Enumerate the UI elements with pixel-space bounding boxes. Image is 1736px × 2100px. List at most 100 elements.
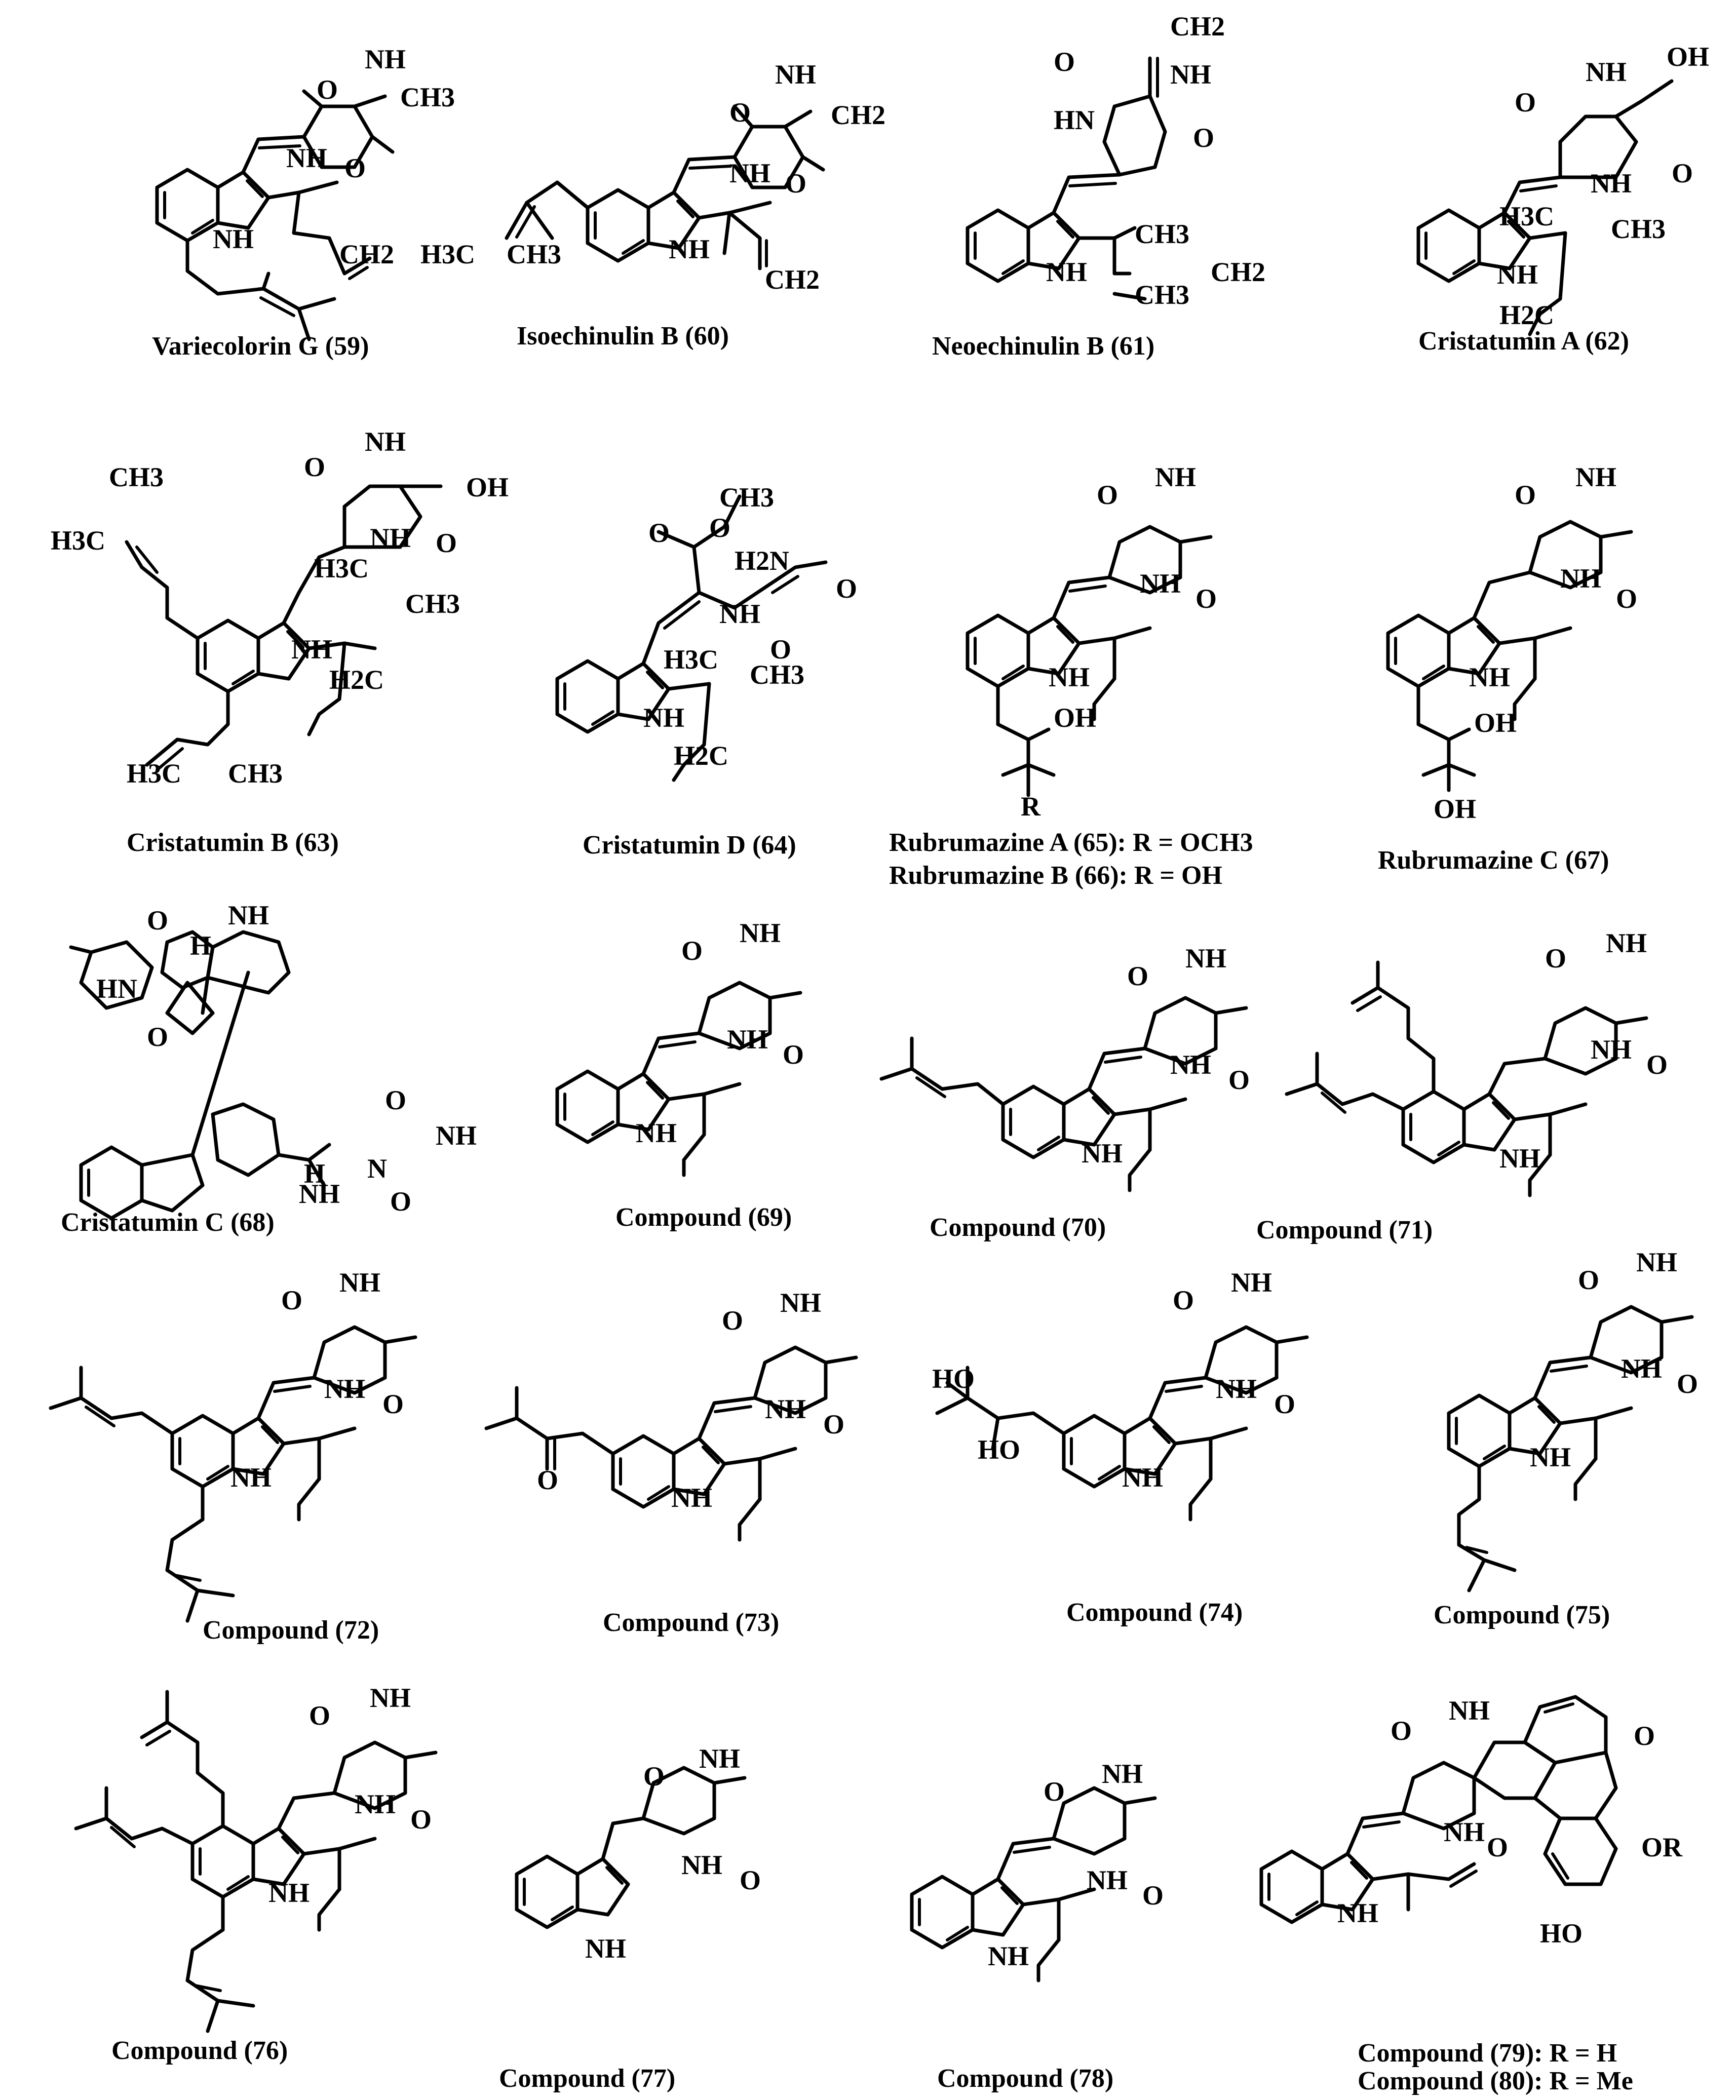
atom-64-h2n: H2N bbox=[735, 546, 789, 576]
atom-77-nh2: NH bbox=[681, 1850, 722, 1880]
atom-65-oh: OH bbox=[1054, 703, 1096, 733]
atom-63-h3c-a: H3C bbox=[51, 525, 105, 556]
atom-76-nh1: NH bbox=[370, 1683, 411, 1713]
atom-67-nh1: NH bbox=[1575, 462, 1616, 492]
atom-63-h3c-b: H3C bbox=[314, 553, 369, 584]
atom-63-nh1: NH bbox=[365, 426, 406, 457]
atom-59-ch3: CH3 bbox=[400, 82, 455, 112]
caption-73: Compound (73) bbox=[603, 1608, 779, 1637]
atom-75-o2: O bbox=[1677, 1369, 1698, 1399]
atom-75-nh3: NH bbox=[1530, 1442, 1571, 1472]
atom-70-nh1: NH bbox=[1185, 943, 1226, 974]
atom-76-o2: O bbox=[410, 1804, 432, 1835]
caption-80: Compound (80): R = Me bbox=[1358, 2067, 1633, 2095]
atom-76-o1: O bbox=[309, 1700, 330, 1731]
caption-65: Rubrumazine A (65): R = OCH3 bbox=[889, 828, 1253, 857]
structure-62 bbox=[1416, 79, 1674, 336]
atom-68-h2: H bbox=[304, 1158, 325, 1189]
atom-71-o1: O bbox=[1545, 943, 1566, 974]
atom-61-nh2: NH bbox=[1046, 257, 1087, 287]
atom-72-o1: O bbox=[281, 1285, 302, 1315]
atom-59-nh1: NH bbox=[365, 44, 406, 74]
caption-78: Compound (78) bbox=[937, 2064, 1113, 2093]
atom-78-nh3: NH bbox=[988, 1941, 1029, 1971]
atom-78-nh2: NH bbox=[1087, 1865, 1128, 1895]
atom-68-nh3: NH bbox=[299, 1179, 340, 1209]
structure-76 bbox=[74, 1690, 438, 2033]
atom-61-ch2: CH2 bbox=[1170, 11, 1225, 42]
structure-59 bbox=[155, 89, 395, 341]
atom-75-nh2: NH bbox=[1621, 1353, 1662, 1384]
atom-68-h1: H bbox=[190, 930, 211, 961]
structure-77 bbox=[515, 1766, 747, 1929]
atom-74-ho2: HO bbox=[978, 1434, 1020, 1465]
atom-65-nh3: NH bbox=[1049, 662, 1090, 692]
atom-77-nh1: NH bbox=[699, 1743, 740, 1774]
atom-68-n: N bbox=[367, 1153, 387, 1184]
atom-63-nh2: NH bbox=[370, 523, 411, 553]
atom-64-nh: NH bbox=[719, 599, 760, 629]
atom-60-ch2b: CH2 bbox=[765, 264, 820, 295]
atom-61-ch3b: CH3 bbox=[1135, 280, 1189, 310]
structure-60 bbox=[505, 104, 825, 270]
caption-79: Compound (79): R = H bbox=[1358, 2039, 1617, 2068]
atom-78-nh1: NH bbox=[1102, 1759, 1143, 1789]
caption-60: Isoechinulin B (60) bbox=[517, 322, 729, 351]
atom-69-nh1: NH bbox=[740, 918, 781, 948]
atom-61-o2: O bbox=[1193, 123, 1214, 153]
atom-63-o1: O bbox=[304, 452, 325, 482]
atom-62-nh2: NH bbox=[1591, 168, 1632, 199]
structure-71 bbox=[1285, 960, 1648, 1197]
atom-62-ch3: CH3 bbox=[1611, 214, 1666, 244]
structure-79 bbox=[1259, 1695, 1618, 1924]
atom-75-o1: O bbox=[1578, 1265, 1599, 1295]
caption-69: Compound (69) bbox=[615, 1203, 792, 1232]
atom-60-ch3: CH3 bbox=[507, 239, 561, 269]
atom-74-o1: O bbox=[1173, 1285, 1194, 1315]
caption-76: Compound (76) bbox=[111, 2036, 288, 2065]
structure-69 bbox=[555, 981, 802, 1177]
atom-70-o2: O bbox=[1228, 1065, 1250, 1095]
atom-73-nh1: NH bbox=[780, 1288, 821, 1318]
atom-64-ch3b: CH3 bbox=[750, 659, 804, 690]
atom-59-nh2: NH bbox=[286, 143, 327, 173]
atom-65-o1: O bbox=[1097, 480, 1118, 510]
atom-62-o1: O bbox=[1515, 87, 1536, 118]
atom-67-o2: O bbox=[1616, 584, 1637, 614]
atom-78-o1: O bbox=[1044, 1776, 1065, 1807]
atom-75-nh1: NH bbox=[1636, 1247, 1677, 1277]
atom-70-o1: O bbox=[1127, 961, 1148, 991]
atom-59-o2: O bbox=[344, 153, 366, 183]
atom-60-nh1: NH bbox=[775, 59, 816, 90]
caption-66: Rubrumazine B (66): R = OH bbox=[889, 861, 1222, 890]
caption-63: Cristatumin B (63) bbox=[127, 828, 339, 857]
atom-62-oh: OH bbox=[1667, 42, 1709, 72]
atom-63-ch3a: CH3 bbox=[109, 462, 164, 492]
atom-63-oh: OH bbox=[466, 472, 509, 502]
atom-60-nh2: NH bbox=[729, 158, 770, 188]
atom-68-nh1: NH bbox=[228, 900, 269, 930]
atom-79-o1: O bbox=[1391, 1716, 1412, 1746]
atom-64-o4: O bbox=[770, 634, 791, 665]
atom-74-o2: O bbox=[1274, 1389, 1295, 1419]
caption-59: Variecolorin G (59) bbox=[152, 332, 369, 361]
atom-77-o2: O bbox=[740, 1865, 761, 1895]
atom-63-ch3c: CH3 bbox=[228, 758, 283, 789]
atom-67-o1: O bbox=[1515, 480, 1536, 510]
atom-73-nh2: NH bbox=[765, 1394, 806, 1424]
atom-74-ho1: HO bbox=[932, 1364, 975, 1394]
atom-63-h2c: H2C bbox=[329, 665, 384, 695]
atom-69-nh2: NH bbox=[727, 1024, 768, 1055]
caption-75: Compound (75) bbox=[1434, 1601, 1610, 1629]
atom-79-o3: O bbox=[1634, 1721, 1655, 1751]
atom-59-ch2: CH2 bbox=[339, 239, 394, 269]
atom-64-o1: O bbox=[648, 518, 670, 548]
atom-68-o3: O bbox=[385, 1085, 406, 1115]
structure-78 bbox=[910, 1786, 1157, 1982]
caption-72: Compound (72) bbox=[203, 1616, 379, 1645]
atom-70-nh2: NH bbox=[1170, 1049, 1211, 1080]
atom-79-or: OR bbox=[1641, 1832, 1683, 1862]
atom-67-oh1: OH bbox=[1474, 708, 1517, 738]
atom-71-nh1: NH bbox=[1606, 928, 1647, 958]
structure-68 bbox=[69, 930, 331, 1220]
